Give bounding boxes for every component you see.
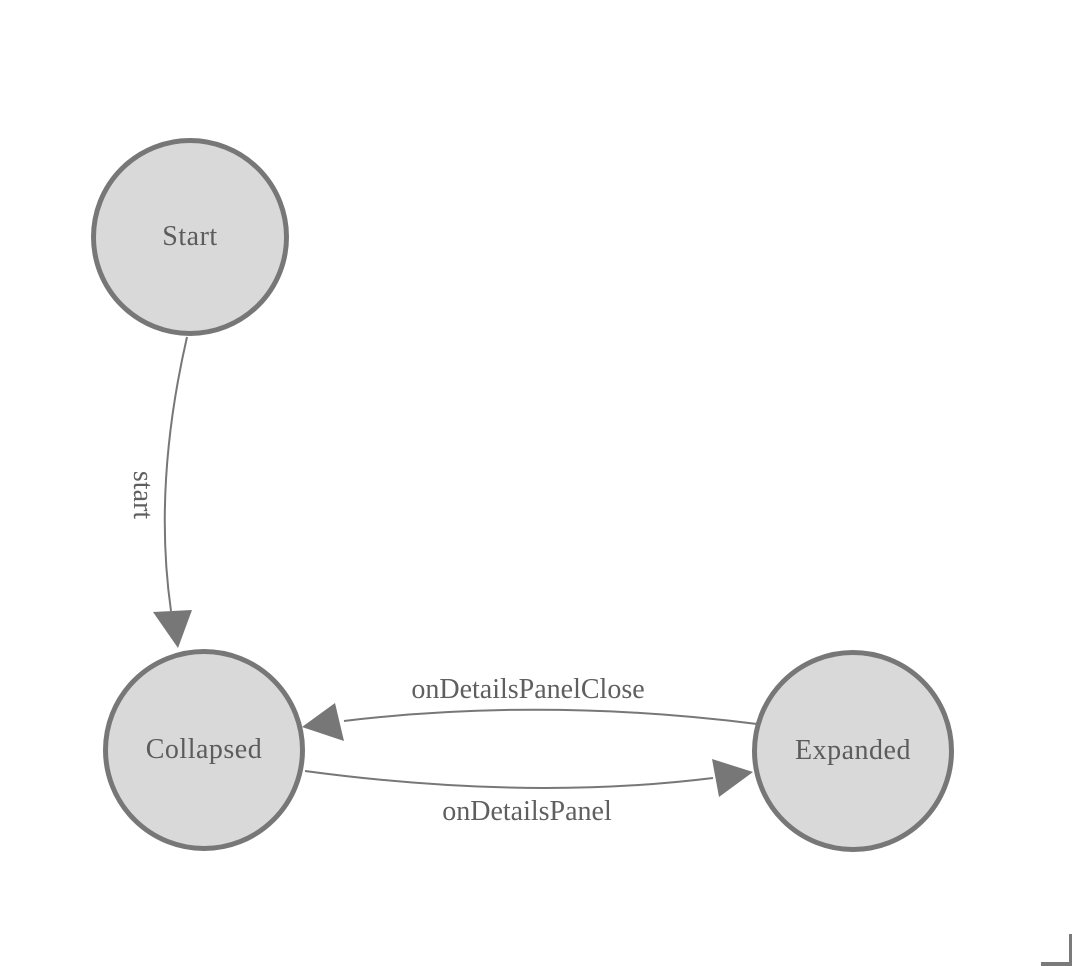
state-node-expanded-label: Expanded: [795, 735, 911, 766]
edge-collapsed-to-expanded: [304, 770, 714, 789]
edge-label-ondetailspanel: onDetailsPanel: [442, 796, 612, 827]
state-node-expanded[interactable]: Expanded: [752, 650, 954, 852]
edge-label-ondetailspanelclose: onDetailsPanelClose: [411, 674, 645, 705]
state-node-collapsed[interactable]: Collapsed: [103, 649, 305, 851]
state-node-collapsed-label: Collapsed: [145, 734, 263, 765]
state-node-start-label: Start: [162, 221, 218, 252]
edge-start-to-collapsed: [163, 336, 188, 612]
state-node-start[interactable]: Start: [91, 138, 289, 336]
arrowhead-collapsed-to-expanded-icon: [712, 759, 753, 797]
arrowhead-start-to-collapsed-icon: [153, 610, 192, 648]
viewport-corner-border: [1041, 934, 1072, 966]
arrowhead-expanded-to-collapsed-icon: [302, 703, 344, 741]
edge-expanded-to-collapsed: [343, 708, 758, 725]
edge-label-start: start: [127, 470, 158, 520]
